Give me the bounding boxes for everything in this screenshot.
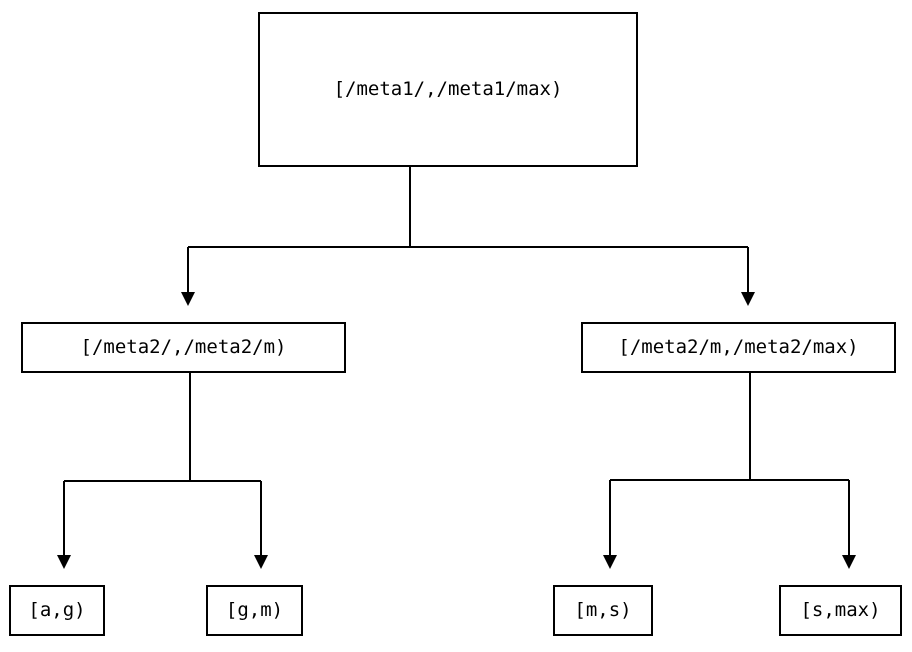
node-root-label: [/meta1/,/meta1/max) [333,78,563,100]
node-meta2-lower[interactable]: [/meta2/,/meta2/m) [21,322,346,373]
node-root[interactable]: [/meta1/,/meta1/max) [258,12,638,167]
node-leaf-ms-label: [m,s) [574,599,632,621]
node-leaf-smax[interactable]: [s,max) [779,585,902,636]
arrowhead-to-leaf-ms [603,555,617,569]
node-meta2-upper[interactable]: [/meta2/m,/meta2/max) [581,322,896,373]
node-leaf-ag-label: [a,g) [28,599,86,621]
node-leaf-ms[interactable]: [m,s) [553,585,653,636]
node-leaf-gm[interactable]: [g,m) [206,585,303,636]
node-meta2-upper-label: [/meta2/m,/meta2/max) [618,336,859,358]
arrowhead-to-meta2-upper [741,292,755,306]
arrowhead-to-leaf-smax [842,555,856,569]
arrowhead-to-leaf-ag [57,555,71,569]
node-leaf-smax-label: [s,max) [800,599,881,621]
node-leaf-ag[interactable]: [a,g) [9,585,105,636]
node-leaf-gm-label: [g,m) [225,599,284,621]
node-meta2-lower-label: [/meta2/,/meta2/m) [80,336,287,358]
arrowhead-to-meta2-lower [181,292,195,306]
arrowhead-to-leaf-gm [254,555,268,569]
